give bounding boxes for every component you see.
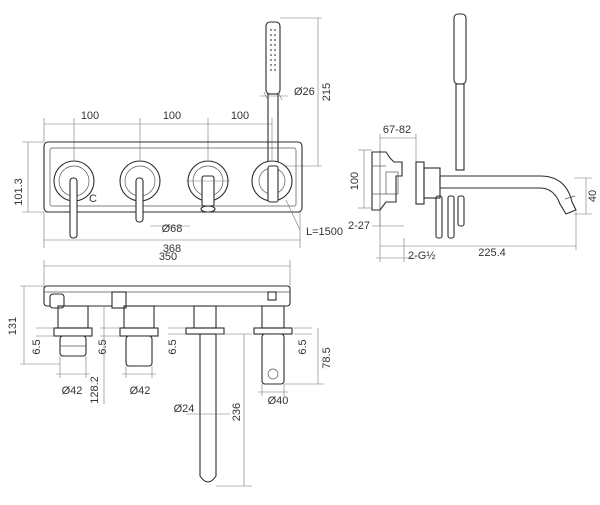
cartridge-length-label: 128.2 — [89, 376, 101, 404]
plan-cap-middle — [125, 335, 153, 367]
holder-diameter-label: Ø40 — [268, 395, 289, 407]
thread-label: 2-G½ — [408, 250, 436, 262]
plan-view: 350 131 6.5 6.5 — [7, 251, 333, 487]
side-lever-1 — [435, 195, 443, 239]
depth-range-label: 2-27 — [348, 220, 370, 232]
spout-diameter-label: Ø24 — [174, 403, 195, 415]
front-spout-neck — [201, 175, 215, 207]
front-spout-aerator — [200, 205, 216, 213]
side-cover-plate — [415, 161, 425, 205]
offset-label-left: 6.5 — [31, 339, 43, 354]
spout-length-label: 236 — [231, 403, 243, 421]
hand-shower-handle — [267, 93, 279, 167]
front-handle-left-lever — [69, 177, 78, 239]
side-hand-shower-head — [453, 13, 467, 85]
holder-depth-label: 78.5 — [321, 347, 333, 368]
front-handle-middle-lever — [135, 177, 144, 223]
spacing-label-2: 100 — [163, 110, 181, 122]
outlet-height-label: 40 — [587, 190, 599, 202]
offset-label-right: 6.5 — [297, 339, 309, 354]
box-height-label: 100 — [349, 172, 361, 190]
offset-label-mid: 6.5 — [97, 339, 109, 354]
side-hand-shower-handle — [455, 83, 465, 171]
shower-diameter-label: Ø26 — [294, 86, 315, 98]
hose-length-label: L=1500 — [306, 226, 343, 238]
adjust-range-label: 67-82 — [383, 124, 411, 136]
cap-diameter-mid-label: Ø42 — [130, 385, 151, 397]
plate-width-label: 368 — [163, 243, 181, 255]
spacing-label-1: 100 — [81, 110, 99, 122]
total-depth-label: 131 — [7, 317, 19, 335]
plan-shower-holder — [261, 333, 285, 385]
plan-cartridge-left — [57, 305, 89, 329]
plan-body — [43, 285, 291, 307]
cap-diameter-left-label: Ø42 — [62, 385, 83, 397]
offset-label-spout: 6.5 — [167, 339, 179, 354]
side-lever-2 — [447, 195, 455, 239]
side-spout — [439, 175, 577, 215]
front-back-plate — [43, 141, 303, 213]
side-body — [423, 167, 441, 199]
side-view: 67-82 100 2-27 2-G½ 225.4 40 — [348, 13, 599, 262]
plan-spout — [199, 334, 217, 483]
side-lever-3 — [457, 195, 465, 227]
handle-diameter-label: Ø68 — [162, 223, 183, 235]
spout-projection-label: 225.4 — [478, 247, 506, 259]
flow-mark-label: C — [89, 193, 97, 205]
front-view: 100 100 100 Ø26 215 C — [13, 17, 343, 255]
plan-cartridge-middle — [123, 305, 155, 329]
spacing-label-3: 100 — [231, 110, 249, 122]
shower-height-label: 215 — [321, 83, 333, 101]
hand-shower-head — [265, 21, 281, 95]
plate-height-label: 101.3 — [13, 178, 25, 206]
shower-spray-dots — [270, 29, 276, 71]
body-length-label: 350 — [159, 251, 177, 263]
side-mounting-box — [371, 151, 403, 211]
